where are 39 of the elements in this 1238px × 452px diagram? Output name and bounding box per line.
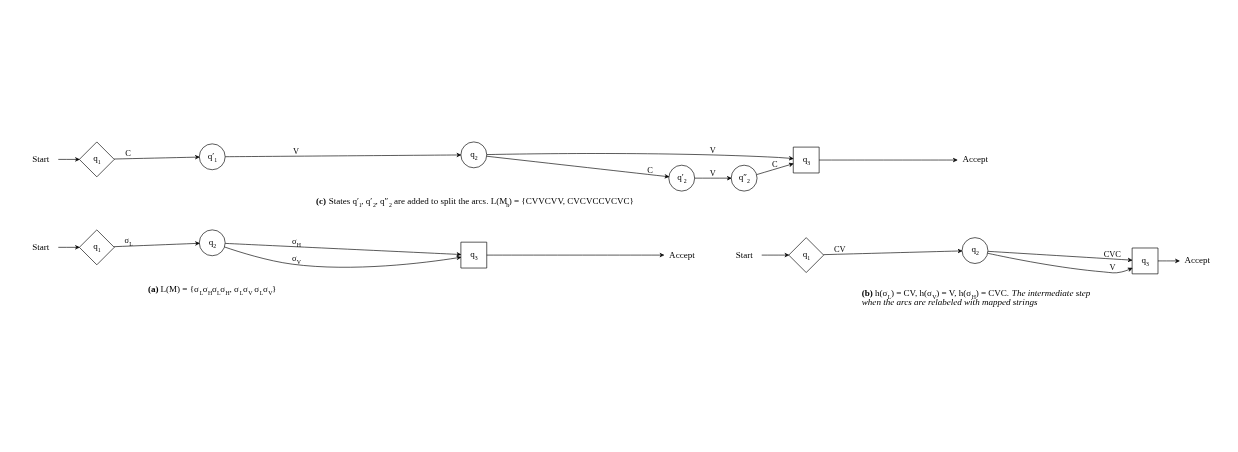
node-circle: q′$_{1}$ [199,143,226,171]
arrow [1157,258,1180,263]
node-text: Start [735,249,753,260]
arrow [224,152,462,158]
arrow [987,252,1133,274]
node-text: Start [32,241,50,252]
arrow [224,243,462,257]
node-circle: q$_{2}$ [199,229,226,257]
node-circle: q$_{2}$ [460,141,488,169]
arrow [113,155,200,160]
node-diamond: q$_{1}$ [79,141,115,178]
arrow [57,157,80,162]
arrow [694,176,732,181]
arrow [486,253,665,258]
node-circle: q′$_{2}$ [668,164,695,192]
arrow [761,253,790,258]
node-text: Accept [669,249,695,260]
node-text: Start [32,153,50,164]
node-circle: q$_{2}$ [961,237,989,264]
arrow [818,157,958,163]
node-circle: q″$_{2}$ [730,164,758,192]
node-box: q$_{3}$ [1131,247,1159,275]
node-diamond: q$_{1}$ [79,229,115,266]
label: (a) L(M) = {σ$_{L}$σ$_{H}$σ$_{L}$σ$_{H}$, σ$_{L}$σ$_{V}$ σ$_{L}$σ$_{V}$} [147,284,277,297]
arrow [987,251,1133,262]
arrow [486,153,794,161]
arrow [486,155,670,179]
node-text: Accept [1184,255,1211,266]
node-box: q$_{3}$ [460,241,488,269]
arrow [756,162,794,175]
arrow [823,248,963,255]
node-text: Accept [962,154,989,165]
arrow [224,246,462,268]
label: (c) States q′$_{1}$, q′$_{2}$, q″$_{2}$ are added to split the arcs. L(M$_{h}$) = {CVVCVV, CVCVCCVCVC} [316,196,634,209]
node-diamond: q$_{1}$ [788,237,824,273]
label: (b) h(σ$_{L}$) = CV, h(σ$_{V}$) = V, h(σ$_{H}$) = CVC. The intermediate step when the arcs are relabeled with mapped strings [861,287,1091,308]
arrow [57,245,80,250]
node-box: q$_{3}$ [792,146,820,174]
arrow [113,241,200,247]
